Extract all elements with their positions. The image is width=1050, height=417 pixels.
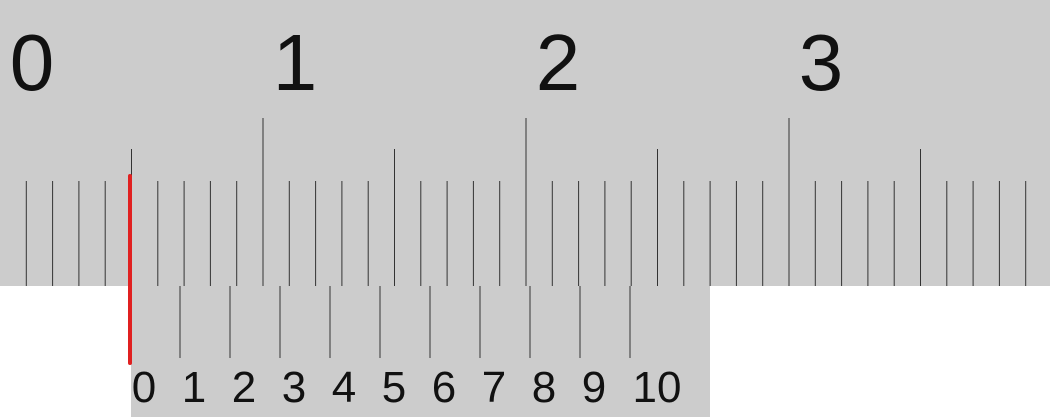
vernier-scale-body: [131, 286, 710, 417]
main-scale-label-0: 0: [10, 18, 55, 107]
main-scale: 0 1 2 3: [0, 0, 1050, 286]
vernier-label-7: 7: [482, 363, 506, 412]
main-scale-label-3: 3: [799, 18, 844, 107]
main-scale-label-1: 1: [273, 18, 318, 107]
main-scale-ticks: [25, 118, 1027, 286]
vernier-label-0: 0: [132, 363, 156, 412]
main-scale-body: [0, 0, 1050, 286]
vernier-label-3: 3: [282, 363, 306, 412]
vernier-scale-ticks: [179, 286, 631, 358]
main-scale-label-2: 2: [536, 18, 581, 107]
vernier-label-10: 10: [633, 363, 682, 412]
vernier-label-8: 8: [532, 363, 556, 412]
vernier-label-6: 6: [432, 363, 456, 412]
vernier-scale: 0 1 2 3 4 5 6 7 8 9 10: [128, 174, 710, 417]
vernier-label-4: 4: [332, 363, 356, 412]
vernier-label-1: 1: [182, 363, 206, 412]
vernier-label-9: 9: [582, 363, 606, 412]
vernier-label-5: 5: [382, 363, 406, 412]
vernier-label-2: 2: [232, 363, 256, 412]
